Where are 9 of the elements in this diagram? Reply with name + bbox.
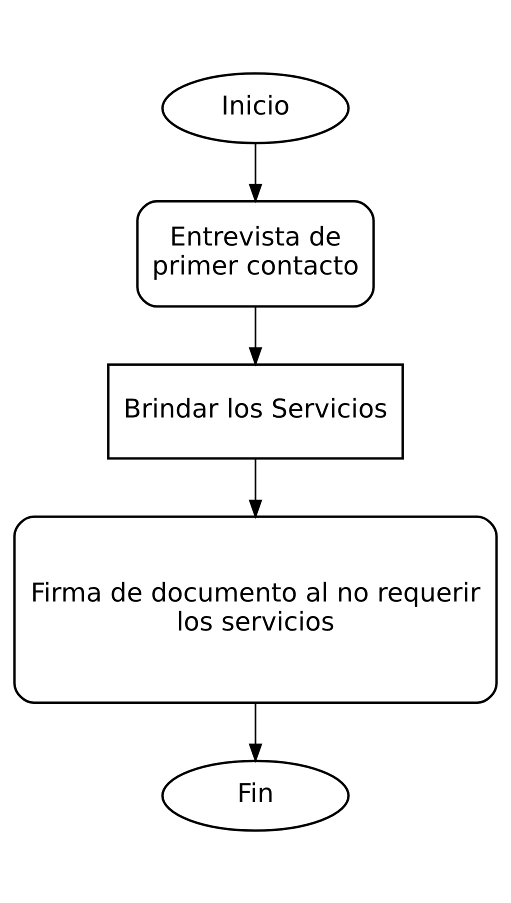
arrow: [248, 143, 262, 203]
arrow: [248, 702, 262, 763]
node-ellipse: Inicio: [161, 72, 350, 144]
node-box: Firma de documento al no requerir los servicios: [13, 515, 498, 704]
node-box: Brindar los Servicios: [107, 362, 404, 460]
arrow: [248, 458, 262, 519]
node-box: Entrevista de primer contacto: [136, 200, 375, 308]
arrow: [248, 306, 262, 366]
node-ellipse: Fin: [161, 759, 350, 832]
